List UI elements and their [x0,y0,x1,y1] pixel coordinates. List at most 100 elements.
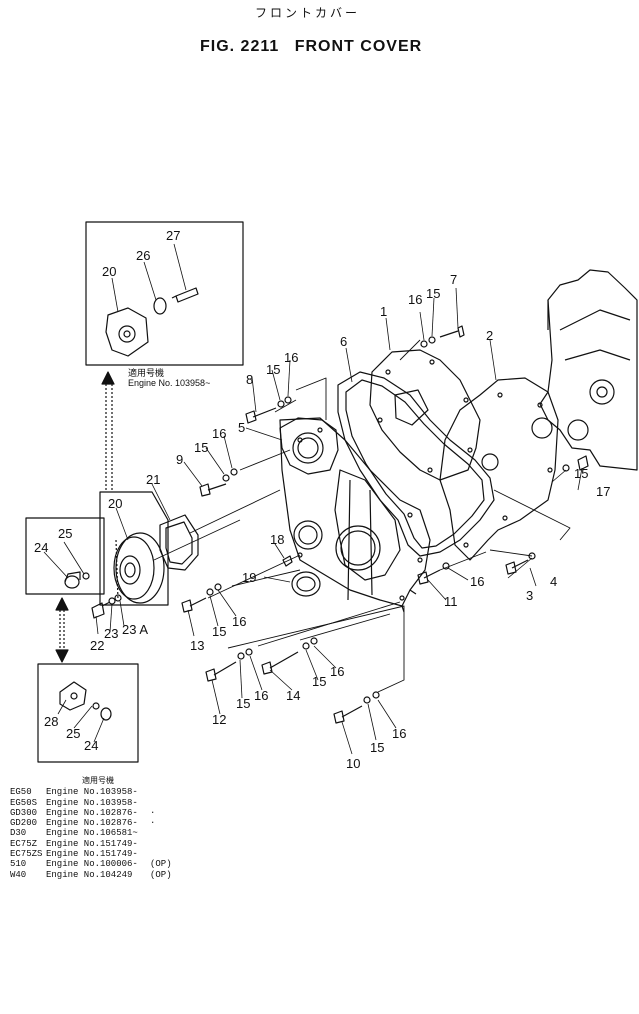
callout-25-bottom: 25 [66,726,80,741]
note [150,828,190,838]
bottom-inset-box [37,663,139,763]
engine-label: Engine No. [46,838,101,849]
callout-21: 21 [146,472,160,487]
engine-label: Engine No. [46,818,101,829]
callout-16-c: 16 [212,426,226,441]
figure-name: FRONT COVER [294,38,423,55]
washer-15c [222,474,230,482]
engine-number: 103958- [100,787,138,798]
washer-15g [363,696,371,704]
callout-15-d: 15 [212,624,226,639]
washer-16c [230,468,238,476]
callout-15-b: 15 [266,362,280,377]
inset-applicability-jp: 適用号機 [128,367,164,378]
callout-9: 9 [176,452,183,467]
engine-label: Engine No. [46,869,101,880]
applicability-row: EG50 Engine No. 103958- [10,787,190,797]
model-name: EG50S [10,797,38,808]
note: (OP) [150,859,172,870]
engine-label: Engine No. [46,849,101,860]
callout-5: 5 [238,420,245,435]
model-name: D30 [10,828,27,839]
bolt-12 [205,661,237,682]
engine-number: 151749- [100,838,138,849]
model-name: GD200 [10,818,38,829]
applicability-row: D30 Engine No. 106581~ [10,828,190,838]
callout-16-b: 16 [284,350,298,365]
callout-24-left: 24 [34,540,48,555]
engine-label: Engine No. [46,859,101,870]
bolt-9 [199,483,227,497]
note [150,798,190,808]
model-name: EC75ZS [10,849,43,860]
bolt-13 [181,597,207,613]
back-gasket-2 [439,377,559,561]
applicability-row: EG50S Engine No. 103958- [10,798,190,808]
callout-16-d: 16 [232,614,246,629]
lower-connector-arrow [55,597,69,663]
washer-16d [214,583,222,591]
cover-plate-5 [279,417,339,475]
inset-washer-25 [92,702,100,710]
callout-23: 23 [104,626,118,641]
washer-16b [284,396,292,404]
washer-16e [245,648,253,656]
callout-19: 19 [242,570,256,585]
callout-1: 1 [380,304,387,319]
figure-title: FIG. 2211 FRONT COVER [200,38,422,56]
callout-24-bottom: 24 [84,738,98,753]
callout-10: 10 [346,756,360,771]
washer-15a [428,336,436,344]
engine-number: 106581~ [100,828,138,839]
callout-15-e: 15 [236,696,250,711]
bolt-10 [333,705,363,724]
washer-15h [562,464,570,472]
callout-11: 11 [444,594,458,609]
inset-cap-24 [100,707,112,721]
model-name: EC75Z [10,838,38,849]
washer-16g [372,691,380,699]
figure-number: FIG. 2211 [200,38,280,55]
callout-16-f: 16 [330,664,344,679]
callout-2: 2 [486,328,493,343]
washer-16a [420,340,428,348]
callout-4: 4 [550,574,557,589]
callout-13: 13 [190,638,204,653]
callout-15-g: 15 [370,740,384,755]
callout-28: 28 [44,714,58,729]
note: · [150,807,156,818]
callout-3: 3 [526,588,533,603]
washer-15e [237,652,245,660]
bolt-11 [417,569,441,585]
callout-17: 17 [596,484,610,499]
oil-seal-19 [291,571,321,597]
applicability-row: EC75Z Engine No. 151749- [10,839,190,849]
callout-22: 22 [90,638,104,653]
applicability-row: EC75ZS Engine No. 151749- [10,849,190,859]
callout-15-c: 15 [194,440,208,455]
dowel-pin-18 [282,555,293,567]
callout-6: 6 [340,334,347,349]
callout-8: 8 [246,372,253,387]
damper-group-box [99,491,169,606]
callout-16-h: 16 [470,574,484,589]
engine-number: 151749- [100,849,138,860]
washer-15f [302,642,310,650]
model-name: 510 [10,859,27,870]
callout-15-f: 15 [312,674,326,689]
inset-shaft-27 [171,287,199,303]
damper-20 [113,532,165,604]
model-name: EG50 [10,787,32,798]
model-name: GD300 [10,807,38,818]
washer-15b [277,400,285,408]
callout-15-a: 15 [426,286,440,301]
callout-14: 14 [286,688,300,703]
engine-number: 102876- [100,818,138,829]
left-inset-box [25,517,105,595]
engine-label: Engine No. [46,797,101,808]
applicability-row: W40 Engine No. 104249 (OP) [10,870,190,880]
bolt-7 [439,325,465,338]
note [150,787,190,797]
bolt-14 [261,651,299,675]
